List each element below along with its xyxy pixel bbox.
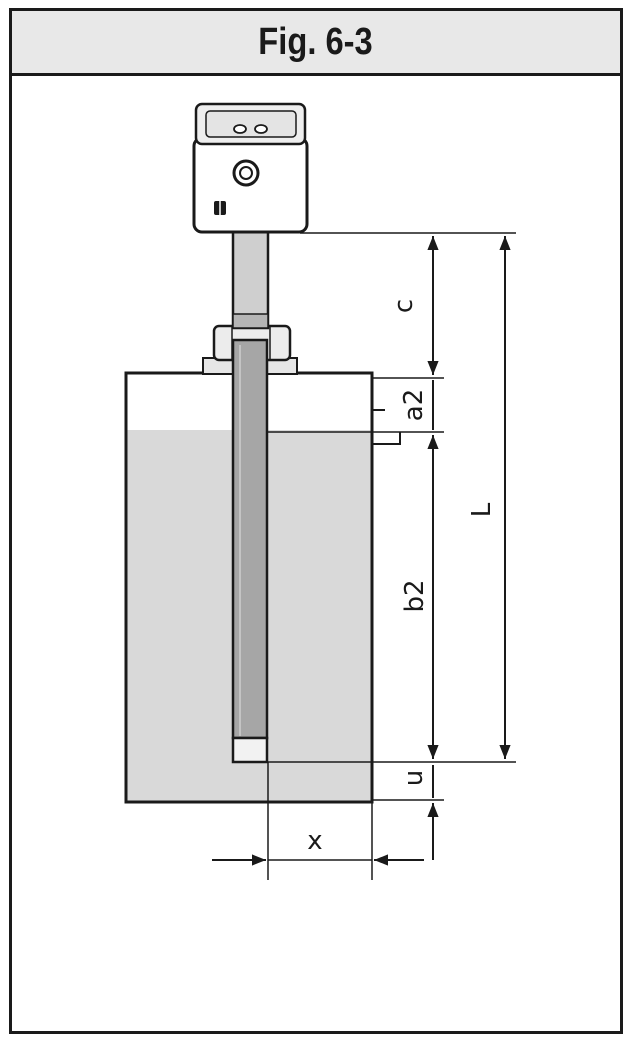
sensor-display — [205, 110, 297, 138]
label-u: u — [399, 770, 429, 786]
level-step-marker — [371, 378, 385, 411]
label-x: x — [307, 826, 322, 856]
figure-header: Fig. 6-3 — [12, 11, 620, 76]
level-step-marker — [371, 432, 401, 445]
label-L: L — [467, 502, 497, 517]
label-a2: a2 — [399, 389, 429, 421]
figure-title: Fig. 6-3 — [258, 20, 374, 63]
probe-rod — [231, 338, 269, 740]
probe-tip — [231, 736, 269, 764]
label-c: c — [389, 299, 419, 313]
shaft-ring — [232, 313, 269, 329]
button-icon — [233, 124, 247, 134]
label-b2: b2 — [400, 579, 430, 612]
figure-frame: Fig. 6-3 — [9, 8, 623, 1034]
sensor-shaft — [231, 230, 270, 330]
button-icon — [254, 124, 268, 134]
connector-pin-icon — [239, 166, 253, 180]
